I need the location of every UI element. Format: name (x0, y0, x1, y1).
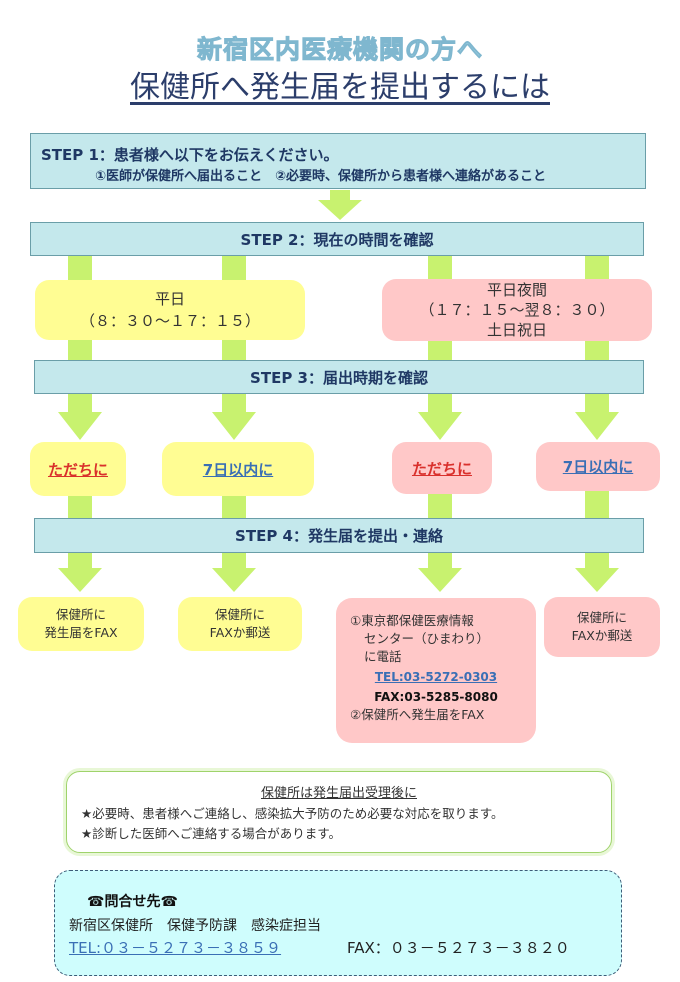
timing-label: 7日以内に (562, 458, 634, 476)
arrow-down-icon (575, 553, 619, 592)
action-fax-mail-night: 保健所に FAXか郵送 (544, 597, 660, 657)
step4-box: STEP 4：発生届を提出・連絡 (34, 518, 644, 553)
himawari-fax: FAX:03-5285-8080 (374, 690, 498, 704)
weekday-label: 平日 (154, 290, 185, 308)
timing-7days-weekday: 7日以内に (162, 442, 314, 496)
contact-tel-link[interactable]: TEL:０３－５２７３－３８５９ (69, 939, 282, 957)
action-line: 発生届をFAX (44, 625, 118, 640)
action-line: FAXか郵送 (209, 625, 271, 640)
arrow-down-icon (212, 394, 256, 440)
notice-bullet: ★診断した医師へご連絡する場合があります。 (81, 826, 341, 841)
timing-7days-night: 7日以内に (536, 442, 660, 491)
weekday-hours: （８：３０～１７：１５） (79, 312, 260, 330)
contact-fax: FAX：０３－５２７３－３８２０ (347, 939, 570, 957)
notice-box: 保健所は発生届出受理後に ★必要時、患者様へご連絡し、感染拡大予防のため必要な対… (66, 771, 612, 853)
contact-heading: ☎問合せ先☎ (87, 894, 178, 910)
action-line: に電話 (364, 649, 402, 664)
arrow-down-icon (418, 394, 462, 440)
action-fax-weekday-immediate: 保健所に 発生届をFAX (18, 597, 144, 651)
contact-box: ☎問合せ先☎ 新宿区保健所 保健予防課 感染症担当 TEL:０３－５２７３－３８… (54, 870, 622, 976)
night-label: 平日夜間 (486, 281, 547, 299)
arrow-down-icon (58, 394, 102, 440)
timing-label: ただちに (47, 460, 108, 479)
action-line: ②保健所へ発生届をFAX (350, 707, 485, 722)
night-holiday-box: 平日夜間 （１７：１５～翌８：３０） 土日祝日 (382, 279, 652, 341)
action-line: 保健所に (214, 607, 265, 622)
himawari-tel-link[interactable]: TEL:03-5272-0303 (374, 670, 498, 684)
step1-detail: ①医師が保健所へ届出ること ②必要時、保健所から患者様へ連絡があること (95, 169, 547, 184)
night-hours: （１７：１５～翌８：３０） (419, 301, 615, 319)
timing-immediate-night: ただちに (392, 442, 492, 494)
action-line: 保健所に (55, 607, 106, 622)
contact-department: 新宿区保健所 保健予防課 感染症担当 (69, 918, 321, 934)
page-heading: 新宿区内医療機関の方へ (196, 35, 483, 65)
step1-box: STEP 1：患者様へ以下をお伝えください。 ①医師が保健所へ届出ること ②必要… (30, 133, 646, 189)
weekday-box: 平日 （８：３０～１７：１５） (35, 280, 305, 340)
arrow-down-icon (418, 553, 462, 592)
holiday-label: 土日祝日 (486, 321, 547, 339)
timing-immediate-weekday: ただちに (30, 442, 126, 496)
action-line: ①東京都保健医療情報 (350, 613, 474, 628)
timing-label: 7日以内に (202, 460, 274, 479)
timing-label: ただちに (411, 459, 472, 478)
action-line: FAXか郵送 (571, 628, 633, 643)
notice-bullet: ★必要時、患者様へご連絡し、感染拡大予防のため必要な対応を取ります。 (81, 806, 504, 821)
arrow-down-icon (318, 190, 362, 220)
arrow-down-icon (575, 394, 619, 440)
action-line: 保健所に (576, 610, 627, 625)
step3-box: STEP 3：届出時期を確認 (34, 360, 644, 394)
page-title: 保健所へ発生届を提出するには (130, 70, 550, 105)
action-himawari: ①東京都保健医療情報 センター（ひまわり） に電話 TEL:03-5272-03… (336, 598, 536, 743)
step1-title: STEP 1：患者様へ以下をお伝えください。 (41, 146, 339, 164)
action-fax-mail-weekday: 保健所に FAXか郵送 (178, 597, 302, 651)
action-line: センター（ひまわり） (364, 631, 490, 646)
notice-heading: 保健所は発生届出受理後に (260, 786, 417, 801)
step2-box: STEP 2：現在の時間を確認 (30, 222, 644, 256)
arrow-down-icon (58, 553, 102, 592)
arrow-down-icon (212, 553, 256, 592)
